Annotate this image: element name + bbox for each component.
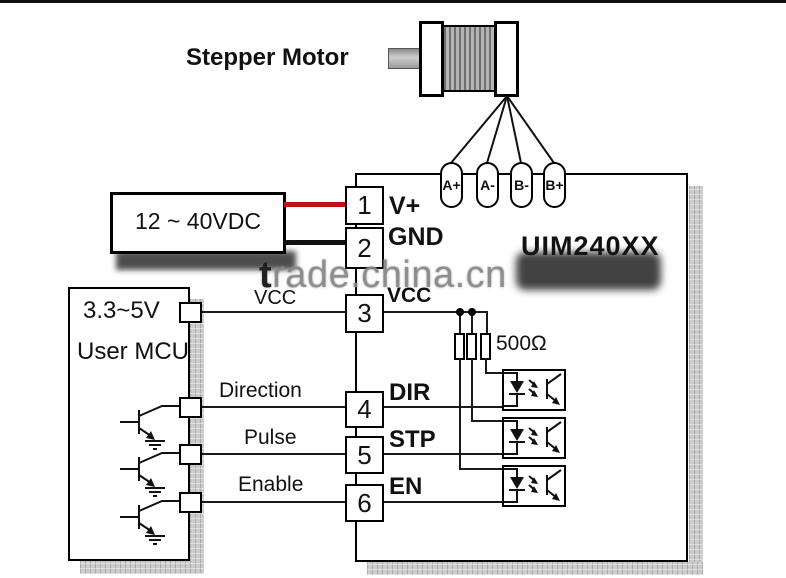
wire-label-vcc: VCC <box>254 287 297 309</box>
enable-wire <box>200 501 347 503</box>
power-supply-box <box>110 192 286 254</box>
motor-body <box>442 25 496 92</box>
resistor-value-label: 500Ω <box>496 332 547 355</box>
junction-dot-2 <box>468 308 476 316</box>
transistor-direction <box>120 405 179 450</box>
driver-shadow-bottom <box>367 562 703 575</box>
pin-label-gnd: GND <box>388 223 444 251</box>
direction-wire <box>200 406 347 408</box>
pin-label-vplus: V+ <box>389 192 421 220</box>
pulse-wire <box>200 453 347 455</box>
wire-label-pulse: Pulse <box>244 426 297 449</box>
mcu-terminal-pulse <box>179 444 202 465</box>
mcu-terminal-enable <box>179 492 202 513</box>
terminal-b-plus: B+ <box>543 162 566 208</box>
optocoupler-symbol <box>503 372 562 407</box>
opto2-anode-wire <box>471 420 504 422</box>
transistor-enable <box>120 500 179 545</box>
transistor-pulse <box>120 452 179 497</box>
mcu-shadow-bottom <box>80 561 204 574</box>
motor-lead-wires <box>450 95 555 164</box>
terminal-a-plus-label: A+ <box>442 177 461 193</box>
mcu-box <box>68 287 190 561</box>
gnd-wire <box>284 240 346 245</box>
mcu-terminal-vcc <box>179 302 202 323</box>
watermark-dark-letter: t <box>259 254 273 296</box>
resistor1-top-wire <box>459 312 461 333</box>
terminal-a-minus-label: A- <box>480 177 495 193</box>
watermark-light-letters: rade.china.cn <box>272 254 507 296</box>
diagram-title: Stepper Motor <box>186 44 349 71</box>
junction-dot-1 <box>456 308 464 316</box>
resistor3-bottom-wire <box>485 358 487 374</box>
mcu-terminal-direction <box>179 397 202 418</box>
motor-end-cap <box>494 21 519 97</box>
pin-label-en: EN <box>389 473 423 500</box>
power-supply-shadow <box>116 251 296 270</box>
watermark-smear <box>516 252 661 290</box>
pin-label-stp: STP <box>389 426 436 453</box>
wire-label-enable: Enable <box>238 473 304 496</box>
motor-shaft <box>388 48 423 69</box>
optocoupler-stp <box>502 417 566 459</box>
mcu-name-label: User MCU <box>77 338 189 365</box>
pin-box-3: 3 <box>345 294 384 333</box>
wire-label-direction: Direction <box>219 379 302 402</box>
resistor1-bottom-wire <box>459 358 461 470</box>
pin-label-vcc: VCC <box>387 284 432 307</box>
optocoupler-en <box>502 465 566 507</box>
resistor-2 <box>466 333 477 360</box>
dir-opto-wire <box>382 406 504 408</box>
en-opto-wire <box>382 501 504 503</box>
pin-box-6: 6 <box>345 484 384 522</box>
vcc-bus-wire <box>382 311 488 313</box>
resistor-1 <box>454 333 465 360</box>
resistor2-bottom-wire <box>471 358 473 422</box>
terminal-b-plus-label: B+ <box>545 177 564 193</box>
optocoupler-dir <box>502 369 566 411</box>
resistor-3 <box>480 333 491 360</box>
watermark-text: trade.china.cn <box>259 254 507 297</box>
mcu-shadow-right <box>190 299 204 574</box>
resistor3-top-wire <box>486 311 488 334</box>
pin-box-5: 5 <box>345 436 384 474</box>
optocoupler-symbol <box>503 420 562 455</box>
power-supply-label: 12 ~ 40VDC <box>135 208 261 234</box>
opto3-anode-wire <box>459 468 505 470</box>
terminal-b-minus-label: B- <box>514 177 529 193</box>
pin-label-dir: DIR <box>389 379 431 406</box>
top-border-line <box>0 0 786 3</box>
optocoupler-symbol <box>503 468 562 503</box>
pin-box-2: 2 <box>345 227 384 269</box>
pin-box-1: 1 <box>345 186 384 225</box>
vplus-wire <box>284 202 346 207</box>
mcu-voltage-label: 3.3~5V <box>83 297 160 324</box>
terminal-a-plus: A+ <box>440 162 463 208</box>
resistor2-top-wire <box>471 312 473 333</box>
terminal-a-minus: A- <box>476 162 499 208</box>
stp-opto-wire <box>382 453 504 455</box>
terminal-b-minus: B- <box>510 162 533 208</box>
pin-box-4: 4 <box>345 391 384 428</box>
opto1-anode-wire <box>485 372 504 374</box>
motor-front-flange <box>419 21 444 97</box>
vcc-wire <box>200 311 347 313</box>
driver-shadow-right <box>689 186 703 575</box>
